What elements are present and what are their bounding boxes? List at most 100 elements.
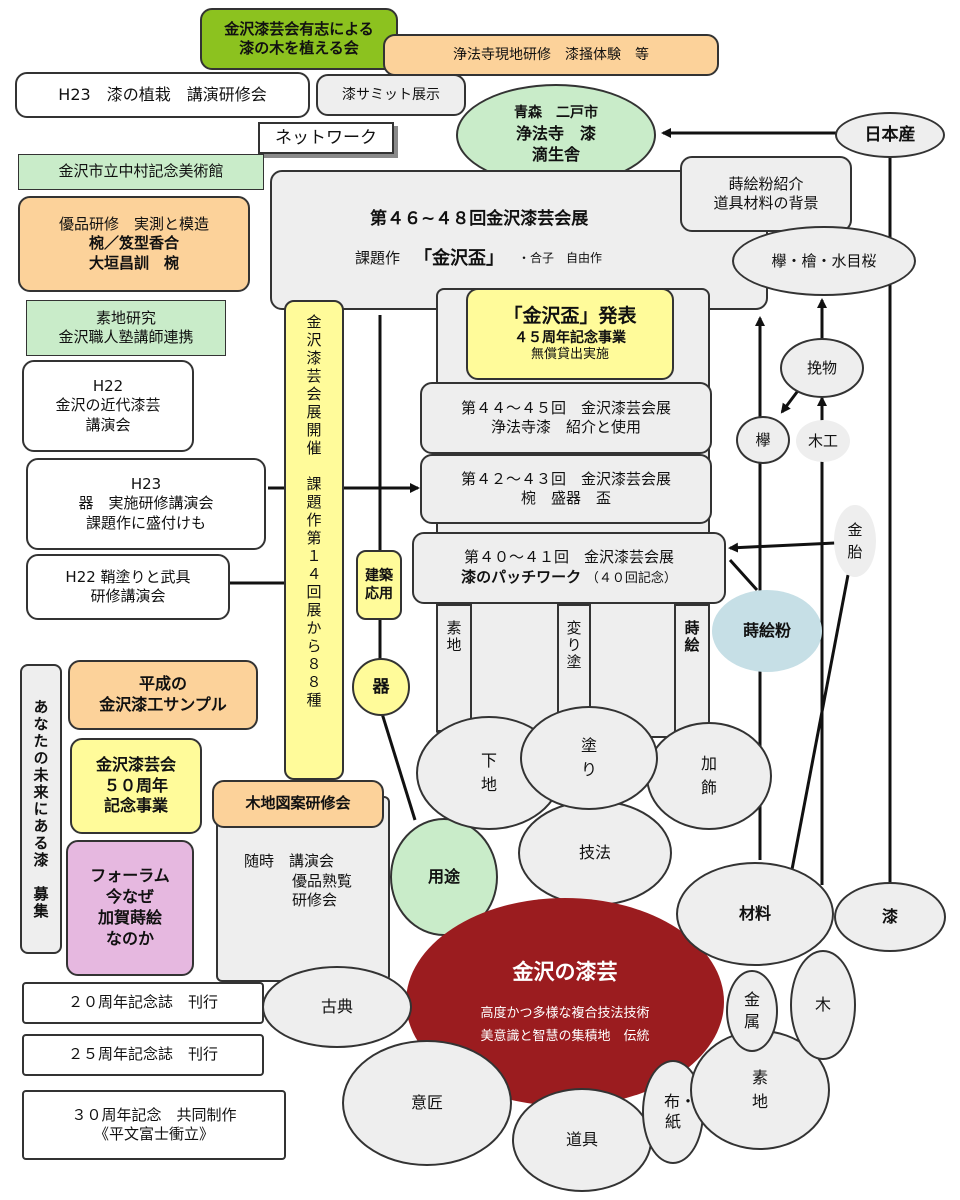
japan-node: 日本産 (835, 112, 945, 158)
isho-node: 意匠 (342, 1040, 512, 1166)
nuri-node: 塗り (520, 706, 658, 810)
aomori-line2: 浄法寺 漆 (515, 123, 596, 143)
gihou-node: 技法 (518, 800, 672, 906)
h23-planting-box: H23 漆の植栽 講演研修会 (15, 72, 310, 118)
arrow-kintai-to-ex40 (728, 541, 836, 553)
ex42-line2: 椀 盛器 盃 (520, 489, 611, 507)
line-ex40-to-makiefun (728, 558, 759, 592)
substrate-study-box: 素地研究 金沢職人塾講師連携 (26, 300, 226, 356)
h23-planting-text: H23 漆の植栽 講演研修会 (58, 84, 267, 104)
kintai-node: 金胎 (834, 505, 876, 577)
h22-lecture-box: H22 金沢の近代漆芸 講演会 (22, 360, 194, 452)
anniv50-line2: ５０周年 (103, 775, 168, 795)
nuri-text: 塗り (580, 736, 597, 779)
hikimono-text: 挽物 (806, 358, 837, 377)
makie-powder-intro-box: 蒔絵粉紹介 道具材料の背景 (680, 156, 852, 232)
kashoku-node: 加飾 (646, 722, 772, 830)
keyaki-text: 欅 (755, 430, 771, 449)
exhibit-history-text: 金沢漆芸会展開催 課題作第１４回展から８８種 (304, 314, 323, 710)
exhibit-main-title: 第４６~４８回金沢漆芸会展 (370, 209, 589, 229)
h23-vessel-box: H23 器 実施研修講演会 課題作に盛付けも (26, 458, 266, 550)
kashoku-text: 加飾 (700, 754, 717, 797)
announce-line3: 無償貸出実施 (530, 346, 609, 362)
vessel-text: 器 (372, 676, 390, 697)
core-line2: 美意識と智慧の集積地 伝統 (480, 1029, 650, 1045)
summit-text: 漆サミット展示 (342, 86, 440, 103)
makiefun-node: 蒔絵粉 (712, 590, 822, 672)
koten-text: 古典 (320, 997, 353, 1017)
volunteer-line2: 漆の木を植える会 (239, 39, 359, 57)
isho-text: 意匠 (410, 1093, 443, 1113)
youto-text: 用途 (427, 867, 460, 887)
exhibit-sub-other: ・合子 自由作 (518, 250, 603, 265)
kintai-text: 金胎 (847, 520, 863, 562)
kin-node: 金属 (726, 970, 778, 1052)
forum-line4: なのか (105, 928, 154, 948)
forum-line3: 加賀蒔絵 (97, 908, 162, 927)
ex42-line1: 第４２～４３回 金沢漆芸会展 (460, 469, 671, 488)
anniv25-text: ２５周年記念誌 刊行 (67, 1045, 218, 1064)
h22-armor-line1: H22 鞘塗りと武具 (65, 567, 191, 586)
ki-node: 木 (790, 950, 856, 1060)
h23-vessel-line1: H23 (130, 474, 162, 493)
gihou-text: 技法 (578, 843, 611, 863)
line-kintai-to-material (788, 574, 850, 881)
ex40-line1: 第４０～４１回 金沢漆芸会展 (463, 548, 674, 567)
anniv50-line1: 金沢漆芸会 (95, 754, 176, 774)
dougu-node: 道具 (512, 1088, 652, 1192)
urushi-node: 漆 (834, 882, 946, 952)
aomori-line1: 青森 二戸市 (514, 104, 598, 121)
exhibit-sub-kadai: 課題作 (355, 248, 401, 267)
network-text: ネットワーク (275, 127, 377, 148)
mokuji-body-line3: 研修会 (292, 891, 338, 909)
vessel-node: 器 (352, 658, 410, 716)
substrate-line1: 素地研究 (95, 308, 156, 327)
japan-text: 日本産 (864, 124, 916, 145)
mokkou-text: 木工 (807, 431, 838, 450)
ex40-line2: 漆のパッチワーク (461, 567, 582, 586)
h23-vessel-line2: 器 実施研修講演会 (78, 494, 214, 513)
kiji-column: 素地 (436, 604, 472, 732)
urushi-text: 漆 (881, 907, 898, 927)
anniv20-box: ２０周年記念誌 刊行 (22, 982, 264, 1024)
ex40-line3: （４０回記念） (585, 570, 677, 586)
recruit-text: あなたの未来にある漆 募集 (31, 698, 50, 920)
anniv25-box: ２５周年記念誌 刊行 (22, 1034, 264, 1076)
architecture-text: 建築応用 (365, 567, 393, 602)
h22-armor-line2: 研修講演会 (90, 587, 166, 605)
core-line1: 高度かつ多様な複合技法技術 (480, 1005, 650, 1021)
exhibit-subline: 課題作 「金沢盃」 ・合子 自由作 (355, 244, 715, 270)
core-title: 金沢の漆芸 (512, 960, 618, 985)
announce-line1: 「金沢盃」発表 (503, 305, 637, 328)
site-training-box: 浄法寺現地研修 漆掻体験 等 (383, 34, 719, 76)
ex44-box: 第４４～４５回 金沢漆芸会展 浄法寺漆 紹介と使用 (420, 382, 712, 454)
h22-lecture-line3: 講演会 (85, 415, 131, 434)
anniv20-text: ２０周年記念誌 刊行 (67, 993, 218, 1012)
museum-box: 金沢市立中村記念美術館 (18, 154, 264, 190)
koten-node: 古典 (262, 966, 412, 1048)
zairyou-node: 材料 (676, 862, 834, 966)
ex42-box: 第４２～４３回 金沢漆芸会展 椀 盛器 盃 (420, 454, 712, 524)
ex40-box: 第４０～４１回 金沢漆芸会展 漆のパッチワーク （４０回記念） (412, 532, 726, 604)
kiji-text: 素地 (444, 620, 463, 654)
exhibit-history-bar: 金沢漆芸会展開催 課題作第１４回展から８８種 (284, 300, 344, 780)
forum-box: フォーラム 今なぜ 加賀蒔絵 なのか (66, 840, 194, 976)
anniv30-box: ３０周年記念 共同制作 《平文富士衝立》 (22, 1090, 286, 1160)
mokuji-body-line2: 優品熟覧 (292, 871, 353, 890)
anniv30-line2: 《平文富士衝立》 (93, 1125, 214, 1143)
substrate-line2: 金沢職人塾講師連携 (58, 328, 194, 346)
network-box: ネットワーク (258, 122, 394, 154)
hikimono-node: 挽物 (780, 338, 864, 398)
mokuji-body: 随時 講演会 優品熟覧 研修会 (244, 852, 384, 911)
exhibit-sub-kanazawa-hai: 「金沢盃」 (414, 248, 505, 269)
mokuji-body-line1: 随時 講演会 (244, 852, 335, 870)
soji-text: 素地 (751, 1068, 768, 1111)
volunteer-line1: 金沢漆芸会有志による (224, 19, 374, 38)
ex44-line2: 浄法寺漆 紹介と使用 (490, 418, 641, 436)
shitaji-text: 下地 (480, 751, 497, 794)
h22-lecture-line1: H22 (92, 376, 124, 395)
site-training-text: 浄法寺現地研修 漆掻体験 等 (453, 46, 649, 63)
announce-box: 「金沢盃」発表 ４５周年記念事業 無償貸出実施 (466, 288, 674, 380)
makiefun-text: 蒔絵粉 (742, 621, 791, 641)
summit-box: 漆サミット展示 (316, 74, 466, 116)
